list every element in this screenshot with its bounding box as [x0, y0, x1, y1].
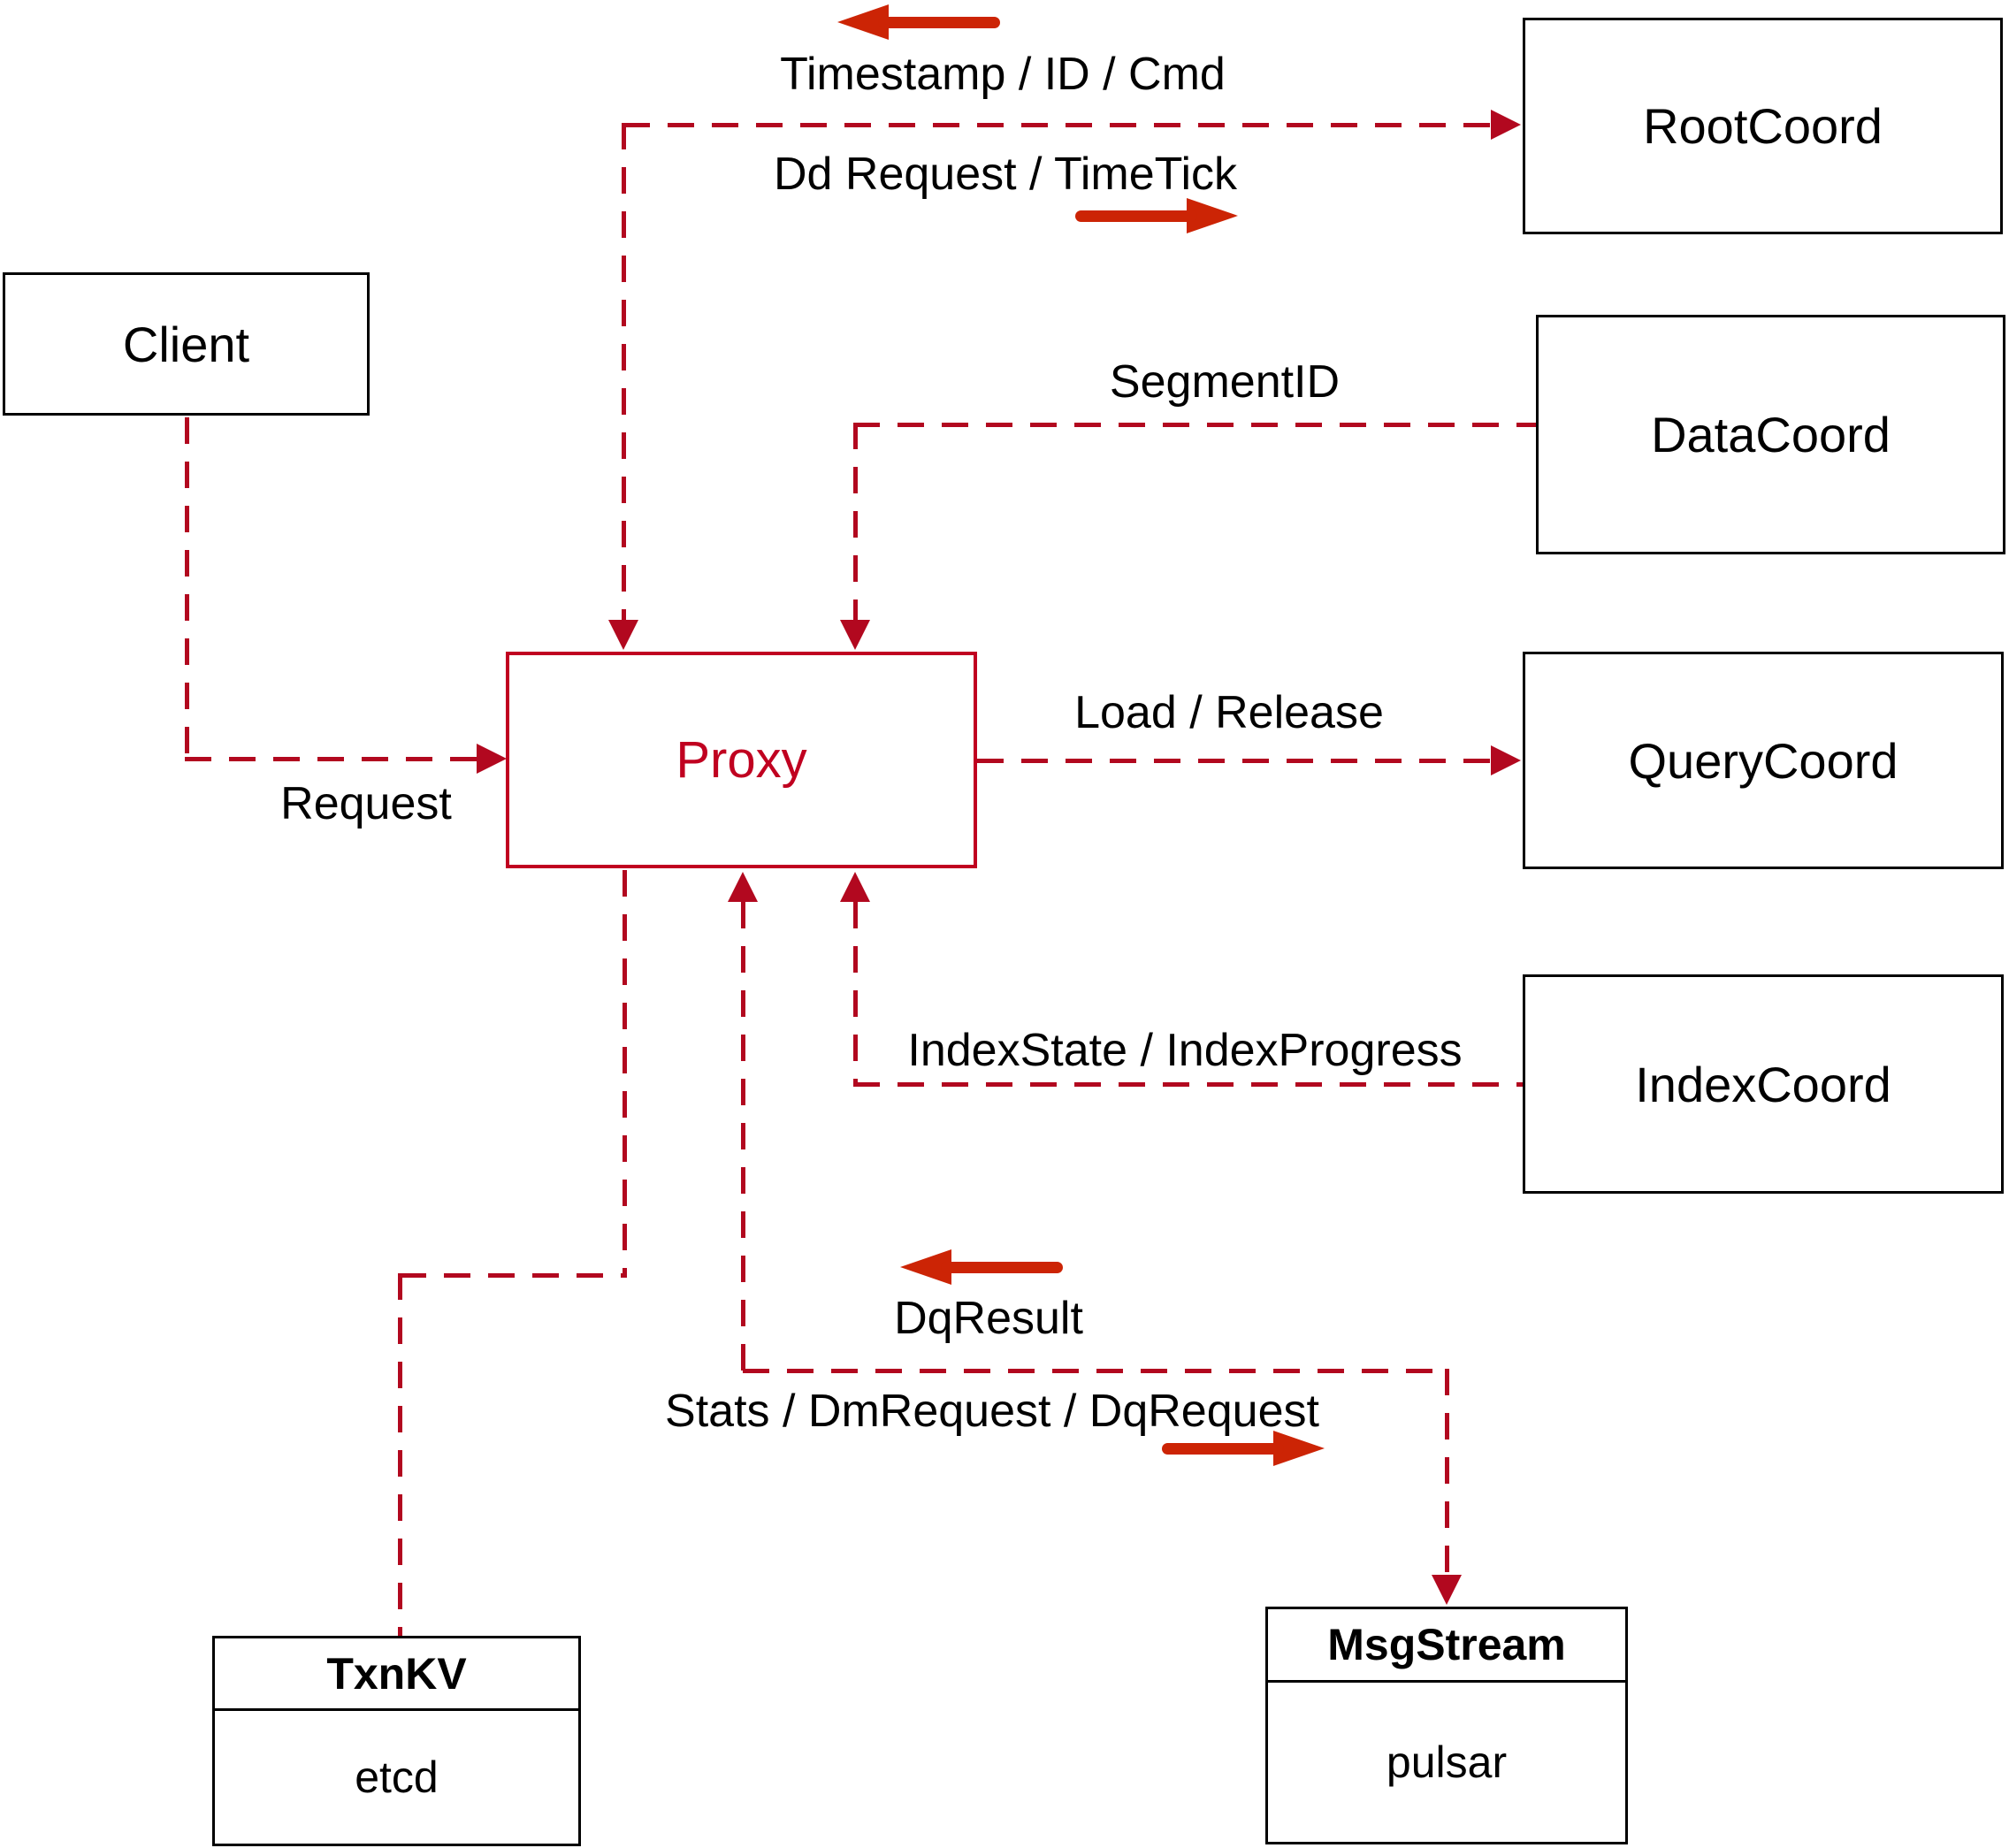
- indexcoord-label: IndexCoord: [1635, 1056, 1891, 1112]
- msgstream-title: MsgStream: [1327, 1620, 1566, 1669]
- txnkv-node: TxnKV etcd: [212, 1636, 581, 1846]
- edge-segment: [398, 1273, 402, 1636]
- edge-segment: [977, 759, 1491, 763]
- arrowhead-up-icon: [728, 872, 758, 902]
- rootcoord-label: RootCoord: [1643, 98, 1883, 154]
- edge-segment: [623, 123, 1491, 127]
- edge-label-load-release: Load / Release: [1074, 687, 1384, 738]
- edge-segment: [853, 423, 1536, 427]
- edge-segment: [622, 123, 626, 620]
- edge-label-request: Request: [280, 778, 452, 829]
- msgstream-header: MsgStream: [1268, 1609, 1625, 1683]
- edge-segment: [853, 1082, 1523, 1087]
- edge-segment: [853, 902, 858, 1084]
- edge-segment: [400, 1273, 627, 1278]
- flow-arrow-left-icon: [900, 1249, 1065, 1285]
- edge-segment: [185, 417, 189, 759]
- edge-label-dqresult: DqResult: [894, 1293, 1083, 1344]
- msgstream-body: pulsar: [1268, 1683, 1625, 1842]
- arrowhead-up-icon: [840, 872, 870, 902]
- arrowhead-down-icon: [1432, 1575, 1462, 1605]
- arrowhead-down-icon: [608, 620, 638, 650]
- txnkv-header: TxnKV: [215, 1638, 578, 1711]
- querycoord-label: QueryCoord: [1628, 732, 1898, 789]
- edge-segment: [185, 757, 477, 761]
- client-label: Client: [122, 316, 250, 372]
- edge-segment: [743, 1369, 1449, 1373]
- arrowhead-down-icon: [840, 620, 870, 650]
- edge-label-stats-dmrequest-dqrequest: Stats / DmRequest / DqRequest: [665, 1386, 1319, 1437]
- edge-label-dd-request-timetick: Dd Request / TimeTick: [773, 149, 1238, 200]
- proxy-node: Proxy: [506, 652, 977, 868]
- flow-arrow-right-icon: [1160, 1431, 1325, 1466]
- client-node: Client: [3, 272, 370, 416]
- txnkv-body: etcd: [215, 1711, 578, 1844]
- edge-segment: [741, 902, 745, 1371]
- edge-segment: [623, 870, 627, 1275]
- edge-label-timestamp-id-cmd: Timestamp / ID / Cmd: [780, 49, 1226, 100]
- proxy-label: Proxy: [676, 731, 807, 789]
- edge-segment: [1445, 1369, 1449, 1575]
- msgstream-node: MsgStream pulsar: [1265, 1607, 1628, 1844]
- msgstream-subtitle: pulsar: [1386, 1737, 1508, 1787]
- rootcoord-node: RootCoord: [1523, 18, 2003, 234]
- datacoord-node: DataCoord: [1536, 315, 2005, 554]
- txnkv-title: TxnKV: [326, 1648, 467, 1699]
- arrowhead-right-icon: [477, 744, 507, 774]
- flow-arrow-right-icon: [1073, 198, 1238, 233]
- indexcoord-node: IndexCoord: [1523, 974, 2004, 1194]
- txnkv-subtitle: etcd: [355, 1753, 439, 1802]
- flow-arrow-left-icon: [837, 4, 1002, 40]
- arrowhead-right-icon: [1491, 745, 1521, 775]
- edge-label-segmentid: SegmentID: [1109, 356, 1341, 408]
- edge-segment: [853, 423, 858, 620]
- arrowhead-right-icon: [1491, 110, 1521, 140]
- edge-label-indexstate-indexprogress: IndexState / IndexProgress: [907, 1025, 1463, 1076]
- querycoord-node: QueryCoord: [1523, 652, 2004, 869]
- datacoord-label: DataCoord: [1651, 407, 1891, 462]
